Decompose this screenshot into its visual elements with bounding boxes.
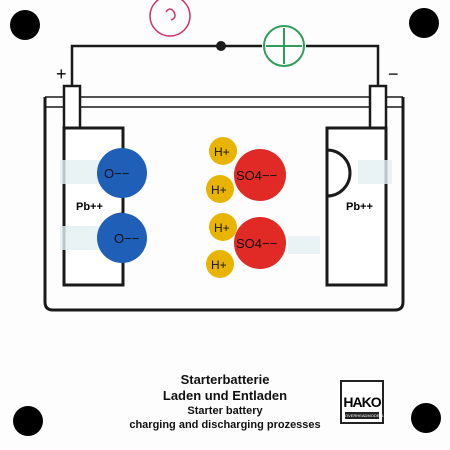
right-electrode xyxy=(288,84,392,287)
svg-text:SO4−−: SO4−− xyxy=(236,236,277,251)
lamp-icon xyxy=(263,25,305,67)
svg-text:H+: H+ xyxy=(214,145,230,159)
svg-text:H+: H+ xyxy=(211,183,227,197)
logo-subtitle: OVERHEADMODELLE xyxy=(345,412,387,419)
positive-terminal-label: + xyxy=(56,64,67,84)
svg-text:H+: H+ xyxy=(211,258,227,272)
mounting-hole-bottom-left xyxy=(13,406,43,436)
oxygen-ion: O−− xyxy=(97,148,147,198)
hydrogen-ion: H+ xyxy=(206,175,234,203)
left-lead-label: Pb++ xyxy=(76,201,103,213)
hydrogen-ion: H+ xyxy=(209,213,237,241)
oxygen-ion: O−− xyxy=(97,213,147,263)
mounting-hole-top-right xyxy=(409,8,439,38)
caption-subtitle-en: charging and discharging prozesses xyxy=(129,419,321,431)
svg-text:O−−: O−− xyxy=(104,166,129,181)
left-electrode xyxy=(60,84,125,287)
caption-title-en: Starter battery xyxy=(187,405,263,417)
hydrogen-ion: H+ xyxy=(209,137,237,165)
svg-text:H+: H+ xyxy=(214,221,230,235)
hako-logo: HAKO OVERHEADMODELLE xyxy=(340,380,387,424)
ammeter-icon xyxy=(149,0,191,37)
logo-brand: HAKO xyxy=(343,394,381,410)
right-lead-label: Pb++ xyxy=(346,201,373,213)
mounting-hole-top-left xyxy=(10,10,40,40)
switch-icon xyxy=(216,41,226,51)
caption-title-de: Starterbatterie xyxy=(180,372,270,387)
sulfate-ion: SO4−− xyxy=(234,149,286,201)
battery-tank xyxy=(43,97,405,312)
circuit-wire xyxy=(70,44,380,90)
negative-terminal-label: − xyxy=(388,64,399,84)
caption-subtitle-de: Laden und Entladen xyxy=(162,388,288,403)
svg-text:SO4−−: SO4−− xyxy=(236,168,277,183)
svg-text:O−−: O−− xyxy=(114,231,139,246)
hydrogen-ion: H+ xyxy=(206,250,234,278)
sulfate-ion: SO4−− xyxy=(234,217,286,269)
mounting-hole-bottom-right xyxy=(411,403,441,433)
